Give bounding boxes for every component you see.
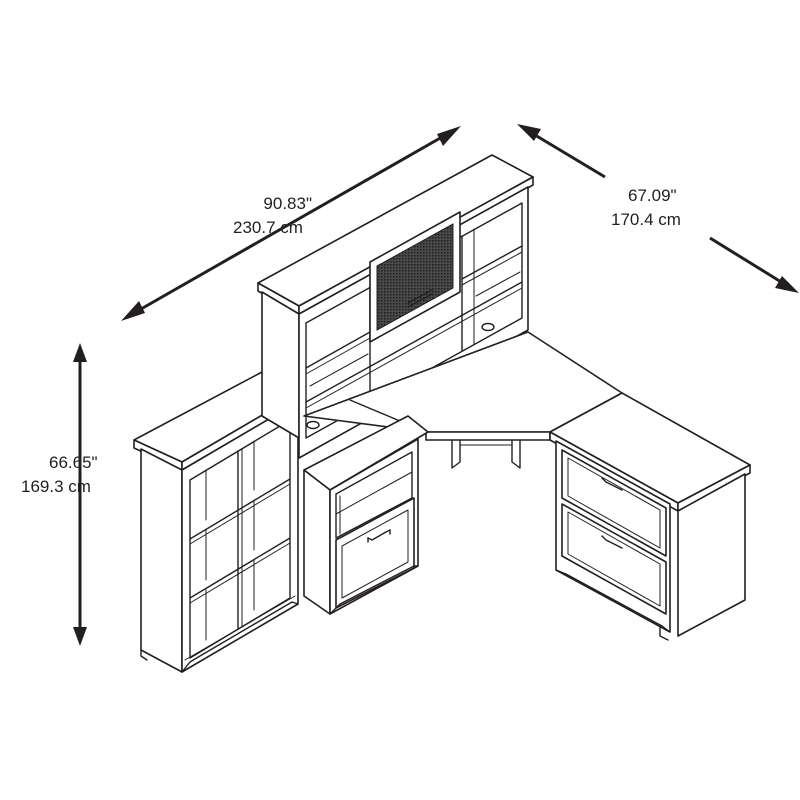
height-arrow [73, 343, 87, 646]
depth-metric: 170.4 cm [611, 210, 681, 229]
lateral-file [549, 392, 751, 641]
height-label: 66.65" [49, 452, 98, 473]
height-imperial: 66.65" [49, 453, 98, 472]
depth-label: 67.09" [628, 185, 677, 206]
height-metric: 169.3 cm [21, 477, 91, 496]
cube-bookcase [133, 371, 301, 673]
hutch [257, 154, 534, 459]
height-label-metric: 169.3 cm [21, 476, 91, 497]
depth-imperial: 67.09" [628, 186, 677, 205]
file-pedestal [303, 415, 429, 615]
width-label-metric: 230.7 cm [233, 217, 303, 238]
width-metric: 230.7 cm [233, 218, 303, 237]
depth-label-metric: 170.4 cm [611, 209, 681, 230]
width-arrow [121, 126, 461, 321]
depth-arrow-upper [517, 124, 606, 179]
width-label: 90.83" [252, 193, 312, 214]
depth-arrow-lower [709, 236, 799, 293]
width-imperial: 90.83" [263, 194, 312, 213]
